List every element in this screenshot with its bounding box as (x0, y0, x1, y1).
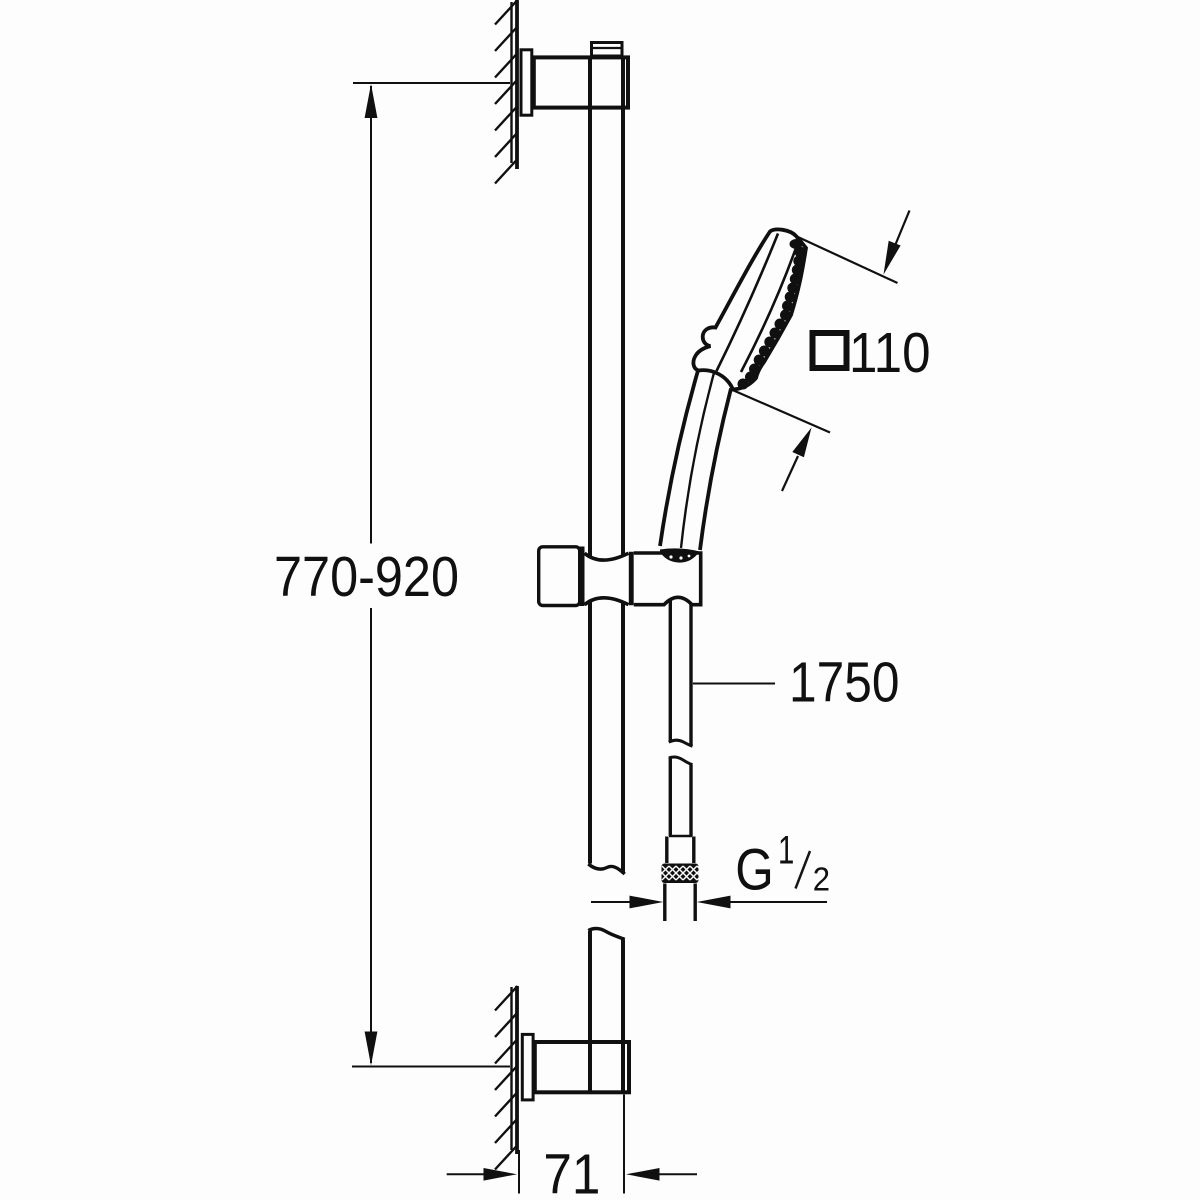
svg-text:71: 71 (543, 1142, 600, 1200)
svg-text:1: 1 (778, 828, 794, 872)
svg-text:G: G (735, 837, 774, 902)
svg-text:770-920: 770-920 (274, 545, 459, 608)
svg-text:2: 2 (813, 861, 830, 898)
svg-text:1750: 1750 (789, 651, 900, 714)
svg-text:110: 110 (849, 321, 931, 384)
